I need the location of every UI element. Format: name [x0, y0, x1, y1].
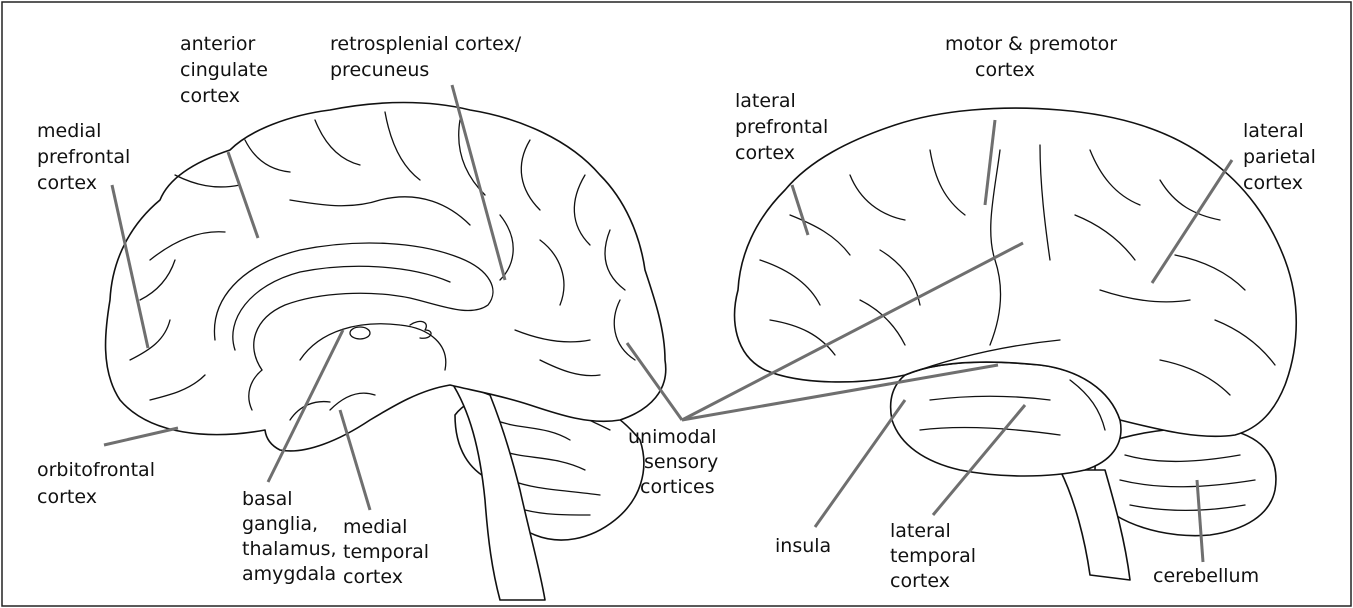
label-line: insula: [775, 535, 831, 557]
label-basal-ganglia-thalamus-amygdala: basal ganglia, thalamus, amygdala: [242, 488, 343, 585]
label-retrosplenial-cortex: retrosplenial cortex/ precuneus: [330, 33, 527, 81]
label-line: anterior: [180, 33, 256, 55]
label-line: amygdala: [242, 563, 336, 585]
label-lateral-prefrontal-cortex: lateral prefrontal cortex: [735, 90, 834, 164]
label-line: thalamus,: [242, 538, 337, 560]
label-line: motor & premotor: [945, 33, 1117, 55]
label-line: cortex: [180, 85, 240, 107]
label-motor-premotor-cortex: motor & premotor cortex: [945, 33, 1123, 81]
label-line: cortex: [37, 172, 97, 194]
label-line: cortex: [1243, 172, 1303, 194]
lateral-brain-view: [735, 108, 1297, 580]
medial-cerebrum: [106, 103, 666, 451]
label-line: cortex: [890, 570, 950, 592]
leader-orbitofrontal: [104, 428, 178, 445]
label-line: orbitofrontal: [37, 459, 155, 481]
label-anterior-cingulate-cortex: anterior cingulate cortex: [180, 33, 274, 107]
label-line: prefrontal: [37, 146, 130, 168]
label-insula: insula: [775, 535, 831, 557]
label-line: parietal: [1243, 146, 1316, 168]
label-line: cortex: [975, 59, 1035, 81]
label-lateral-parietal-cortex: lateral parietal cortex: [1243, 120, 1322, 194]
label-line: basal: [242, 488, 293, 510]
label-line: sensory: [644, 451, 718, 473]
label-line: lateral: [735, 90, 796, 112]
label-line: precuneus: [330, 59, 429, 81]
label-line: cortex: [343, 566, 403, 588]
label-line: medial: [37, 120, 101, 142]
label-line: cerebellum: [1153, 565, 1259, 587]
label-line: unimodal: [628, 426, 716, 448]
label-line: cortices: [640, 476, 715, 498]
leader-insula: [815, 400, 905, 527]
label-line: prefrontal: [735, 116, 828, 138]
label-line: medial: [343, 516, 407, 538]
label-line: retrosplenial cortex/: [330, 33, 522, 55]
label-line: cortex: [735, 142, 795, 164]
lateral-cerebellum: [1095, 428, 1276, 535]
label-line: temporal: [343, 541, 429, 563]
label-medial-prefrontal-cortex: medial prefrontal cortex: [37, 120, 136, 194]
label-line: ganglia,: [242, 513, 318, 535]
label-orbitofrontal-cortex: orbitofrontal cortex: [37, 459, 161, 508]
label-line: lateral: [1243, 120, 1304, 142]
label-lateral-temporal-cortex: lateral temporal cortex: [890, 520, 982, 592]
label-line: cingulate: [180, 59, 268, 81]
label-medial-temporal-cortex: medial temporal cortex: [343, 516, 435, 588]
label-line: lateral: [890, 520, 951, 542]
label-line: temporal: [890, 545, 976, 567]
label-cerebellum: cerebellum: [1153, 565, 1259, 587]
label-line: cortex: [37, 486, 97, 508]
